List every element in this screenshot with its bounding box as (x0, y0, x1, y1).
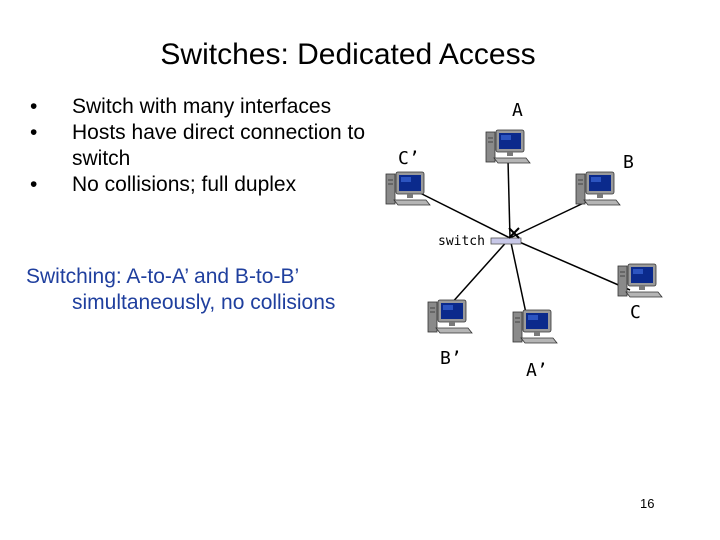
switching-note: Switching: A-to-A’ and B-to-B’ simultane… (26, 264, 406, 316)
computer-icon-b (575, 171, 621, 206)
host-label-a: A (512, 100, 523, 121)
computer-icon-c-prime (385, 171, 431, 206)
page-number: 16 (640, 496, 655, 511)
link-a (507, 159, 511, 239)
bullet-item: No collisions; full duplex (26, 172, 396, 198)
link-b (509, 199, 591, 239)
switch-icon (490, 227, 522, 245)
computer-icon-a (485, 129, 531, 164)
link-c-prime (409, 187, 511, 239)
host-label-b-prime: B’ (440, 348, 462, 369)
computer-icon-a-prime (512, 309, 558, 344)
slide-title: Switches: Dedicated Access (160, 38, 536, 71)
bullet-list: Switch with many interfaces Hosts have d… (26, 94, 396, 198)
switching-note-line-2: simultaneously, no collisions (72, 291, 336, 314)
diagram-canvas (385, 129, 663, 344)
host-label-b: B (623, 152, 634, 173)
link-b-prime (449, 237, 511, 306)
computer-icon-b-prime (427, 299, 473, 334)
computer-icon-c (617, 263, 663, 298)
switch-label: switch (438, 234, 485, 249)
bullet-item: Hosts have direct connection to switch (26, 120, 396, 172)
host-label-a-prime: A’ (526, 360, 548, 381)
link-c (509, 237, 631, 291)
switching-note-line-1: Switching: A-to-A’ and B-to-B’ (26, 265, 300, 288)
host-label-c-prime: C’ (398, 148, 420, 169)
bullet-item: Switch with many interfaces (26, 94, 396, 120)
host-label-c: C (630, 302, 641, 323)
network-diagram: A B C’ C B’ A’ switch (380, 90, 700, 390)
